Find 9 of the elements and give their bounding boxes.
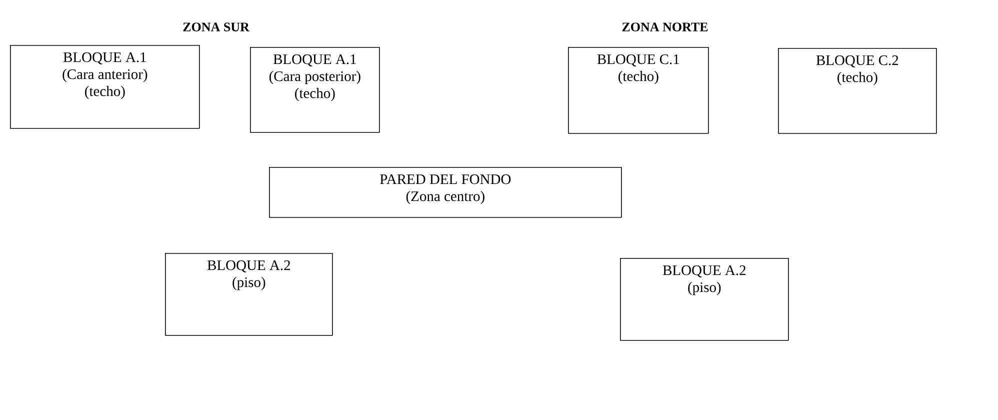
text-box: BLOQUE A.2 (piso) [620, 258, 789, 341]
zone-heading: ZONA SUR [183, 22, 250, 32]
text-box: BLOQUE A.2 (piso) [165, 252, 333, 336]
text-box: BLOQUE A.1 (Cara posterior) (techo) [250, 47, 380, 133]
text-box: PARED DEL FONDO (Zona centro) [269, 166, 622, 218]
text-box: BLOQUE C.1 (techo) [568, 47, 709, 134]
text-box: BLOQUE A.1 (Cara anterior) (techo) [10, 45, 200, 129]
zone-heading: ZONA NORTE [622, 22, 708, 32]
text-box: BLOQUE C.2 (techo) [778, 48, 937, 134]
